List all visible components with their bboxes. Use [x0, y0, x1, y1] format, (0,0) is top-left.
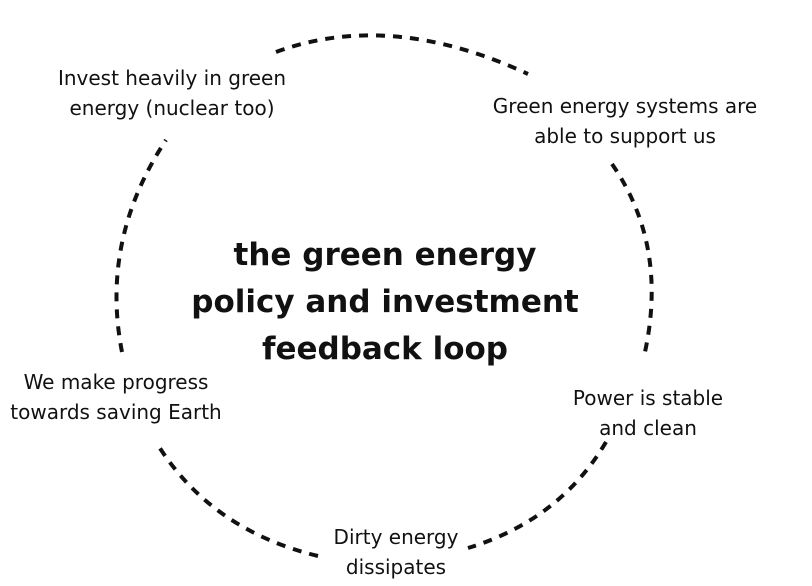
node-stable-line-2: and clean: [599, 416, 697, 440]
title-line-1: the green energy: [233, 237, 537, 273]
loop-arc-stable-to-dissipates: [467, 440, 608, 550]
node-support: Green energy systems are able to support…: [480, 91, 770, 151]
node-dissipates: Dirty energy dissipates: [316, 522, 476, 582]
loop-arc-invest-to-support: [275, 33, 529, 76]
node-progress: We make progress towards saving Earth: [2, 367, 230, 427]
loop-arc-support-to-stable: [610, 162, 654, 353]
node-dissipates-line-1: Dirty energy: [333, 525, 459, 549]
node-invest-line-1: Invest heavily in green: [57, 66, 287, 90]
node-stable: Power is stable and clean: [557, 383, 739, 443]
loop-arc-progress-to-invest: [114, 138, 168, 353]
node-progress-line-2: towards saving Earth: [10, 400, 222, 424]
title-line-2: policy and investment: [191, 284, 579, 320]
loop-arc-dissipates-to-progress: [154, 440, 319, 558]
node-support-line-1: Green energy systems are: [492, 94, 758, 118]
node-dissipates-line-2: dissipates: [345, 555, 447, 579]
node-invest-line-2: energy (nuclear too): [69, 96, 275, 120]
node-invest: Invest heavily in green energy (nuclear …: [42, 63, 302, 123]
diagram-title: the green energy policy and investment f…: [185, 232, 585, 373]
node-support-line-2: able to support us: [534, 124, 716, 148]
node-stable-line-1: Power is stable: [572, 386, 724, 410]
node-progress-line-1: We make progress: [23, 370, 209, 394]
title-line-3: feedback loop: [261, 331, 509, 367]
